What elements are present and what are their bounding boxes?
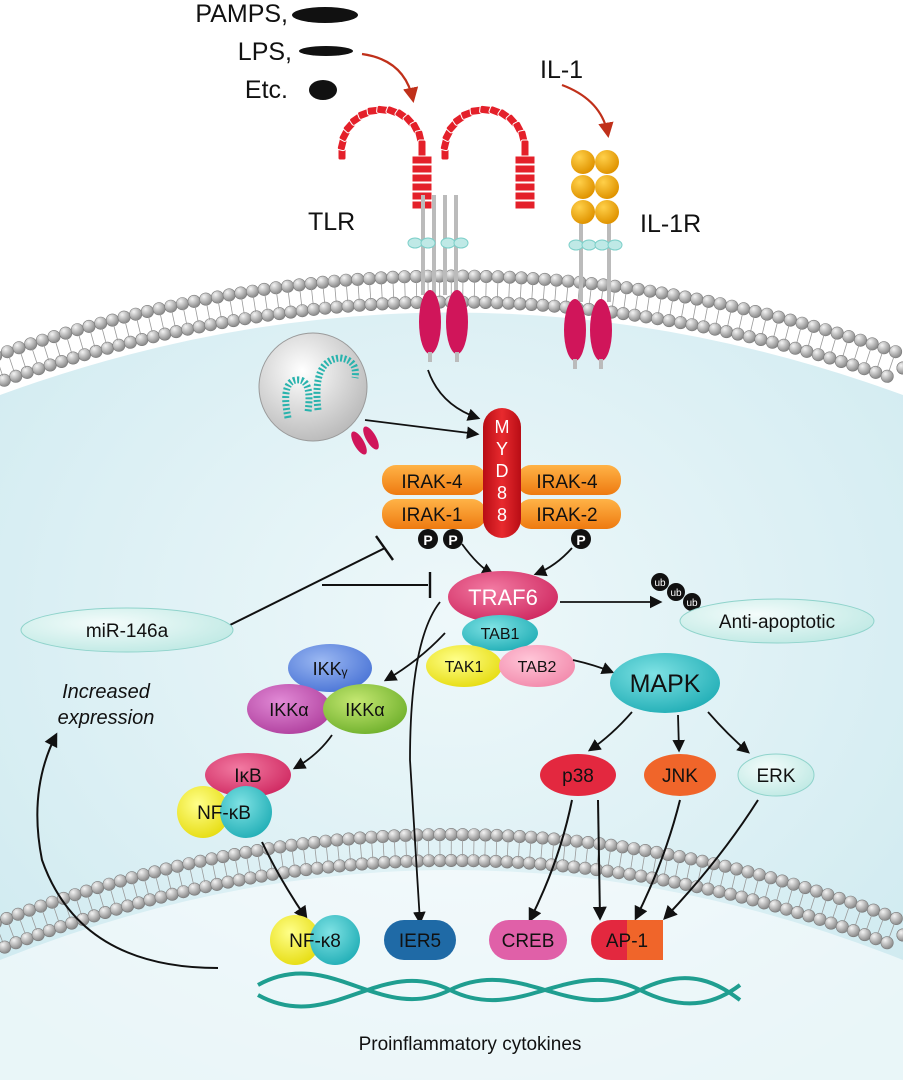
il1r-tir-left	[564, 299, 586, 361]
tlr-tir-left	[419, 290, 441, 354]
il1-label: IL-1	[540, 56, 583, 84]
myd88-letter: Y	[496, 439, 508, 459]
tlr-linker	[408, 238, 468, 248]
ikk-alpha-right-label: IKKα	[345, 700, 384, 720]
svg-text:ub: ub	[670, 588, 682, 599]
pamps-particle	[292, 7, 358, 23]
traf6-label: TRAF6	[468, 585, 538, 610]
erk-label: ERK	[756, 766, 795, 787]
svg-text:P: P	[448, 532, 457, 548]
il1r-linker	[569, 240, 622, 250]
ier5-label: IER5	[399, 931, 441, 952]
tlr-label: TLR	[308, 208, 355, 236]
il1r-label: IL-1R	[640, 210, 701, 238]
tlr-ectodomain-left	[337, 105, 432, 209]
proinflammatory-cytokines-label: Proinflammatory cytokines	[359, 1034, 582, 1055]
phospho-1: P	[418, 529, 438, 549]
ligand-to-tlr-arrow	[362, 54, 413, 100]
ikk-alpha-left-label: IKKα	[269, 700, 308, 720]
tab2-label: TAB2	[518, 659, 557, 676]
mapk-to-jnk-arrow	[678, 715, 679, 750]
lps-label: LPS,	[238, 38, 292, 66]
irak1-label: IRAK-1	[401, 505, 462, 526]
mapk-label: MAPK	[630, 670, 701, 698]
svg-text:ub: ub	[686, 598, 698, 609]
irak4-right-label: IRAK-4	[536, 472, 598, 493]
tlr-tir-right	[446, 290, 468, 354]
etc-particle	[309, 80, 337, 100]
p38-label: p38	[562, 766, 594, 787]
phospho-2: P	[443, 529, 463, 549]
svg-text:P: P	[423, 532, 432, 548]
il1-ligand-cluster	[571, 150, 619, 224]
nfkb-nuclear-label: NF-κ8	[289, 931, 341, 952]
il1r-tir-right	[590, 299, 612, 361]
myd88-letter: 8	[497, 505, 507, 525]
ap1-label: AP-1	[606, 931, 648, 952]
phospho-3: P	[571, 529, 591, 549]
svg-text:P: P	[576, 532, 585, 548]
lps-particle	[299, 46, 353, 56]
nfkb-cyto-label: NF-κB	[197, 803, 251, 824]
myd88-letter: 8	[497, 483, 507, 503]
myd88-letter: D	[496, 461, 509, 481]
myd88-letter: M	[495, 417, 510, 437]
irak2-label: IRAK-2	[536, 505, 597, 526]
tlr-ectodomain-right	[440, 105, 535, 209]
ikb-label: IκB	[234, 766, 261, 787]
il1-to-receptor-arrow	[562, 85, 608, 135]
ikk-gamma-label: IKKᵧ	[313, 659, 348, 679]
jnk-label: JNK	[662, 766, 698, 787]
tab1-label: TAB1	[481, 626, 520, 643]
irak4-left-label: IRAK-4	[401, 472, 463, 493]
increased-expression-line1: Increased	[62, 681, 151, 703]
svg-text:ub: ub	[654, 578, 666, 589]
increased-expression-line2: expression	[58, 707, 155, 729]
etc-label: Etc.	[245, 76, 288, 104]
tak1-label: TAK1	[445, 659, 484, 676]
creb-label: CREB	[502, 931, 555, 952]
pamps-label: PAMPS,	[195, 0, 288, 28]
mir146a-label: miR-146a	[86, 621, 169, 642]
anti-apoptotic-label: Anti-apoptotic	[719, 612, 835, 633]
